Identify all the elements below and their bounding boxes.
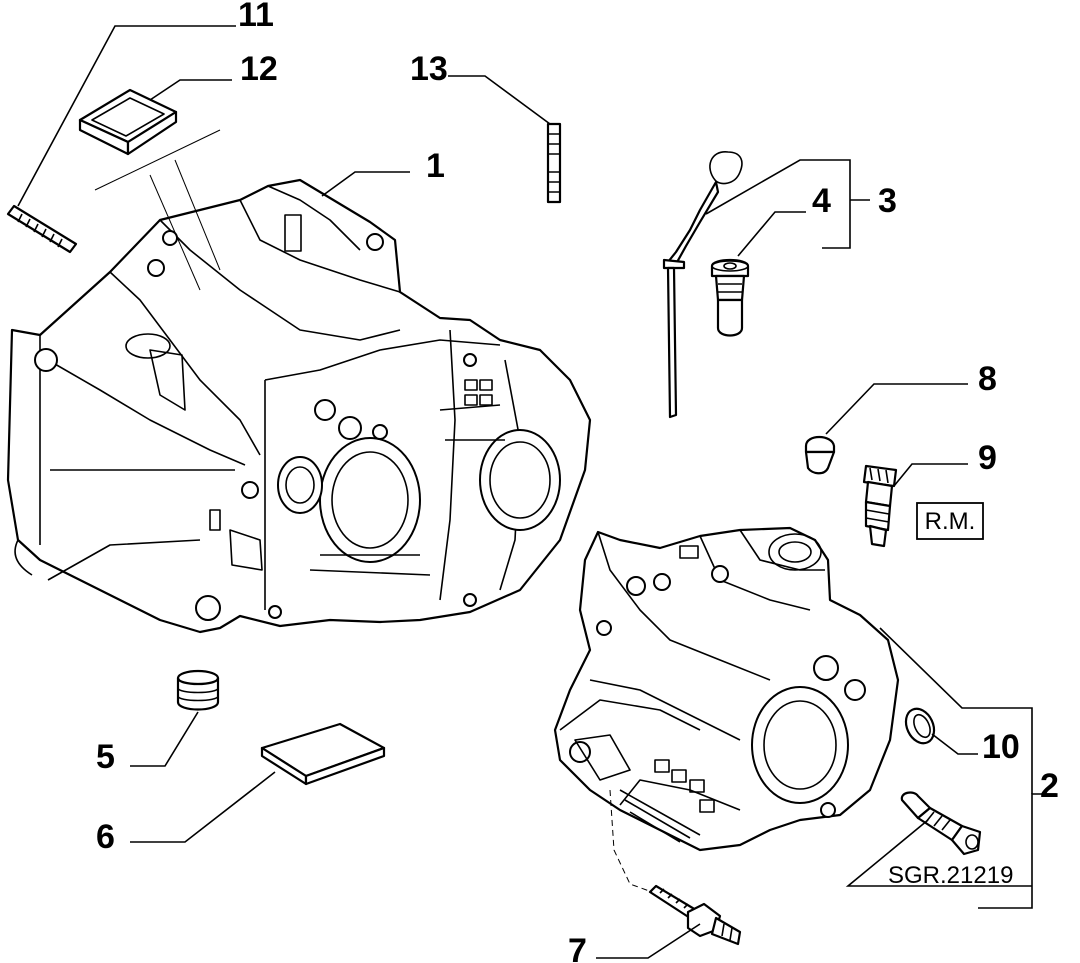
part-6-gasket[interactable]: [260, 722, 386, 786]
part-11-stud[interactable]: [6, 204, 78, 254]
rm-label: R.M.: [925, 508, 976, 535]
leader-4: [737, 211, 806, 257]
callout-6: 6: [96, 818, 115, 856]
axis-line: [609, 789, 653, 893]
leader-reference-code: [845, 819, 1032, 887]
callout-10: 10: [982, 728, 1020, 766]
leader-13: [448, 75, 551, 125]
part-12-cover-plate[interactable]: [78, 88, 178, 156]
callout-12: 12: [240, 50, 278, 88]
speedometer-drive-fitting[interactable]: [900, 791, 982, 856]
leader-12: [149, 79, 232, 101]
reference-line: [94, 129, 221, 191]
part-8-cap-plug[interactable]: [804, 435, 836, 475]
rm-reference-box: R.M.: [916, 502, 984, 540]
part-4-plug[interactable]: [710, 258, 750, 337]
leader-10: [931, 733, 978, 755]
callout-11: 11: [238, 0, 274, 34]
leader-9: [893, 463, 968, 487]
leader-5: [130, 711, 199, 767]
leader-6: [130, 771, 276, 843]
callout-2: 2: [1040, 767, 1059, 805]
callout-8: 8: [978, 360, 997, 398]
leader-3-bracket: [705, 159, 870, 249]
callout-1: 1: [426, 147, 445, 185]
leader-8: [825, 383, 968, 435]
callout-9: 9: [978, 439, 997, 477]
callout-5: 5: [96, 738, 115, 776]
part-9-switch[interactable]: [862, 464, 898, 548]
callout-7: 7: [568, 932, 587, 963]
part-1-clutch-housing[interactable]: [6, 178, 592, 634]
part-7-breather-screw[interactable]: [648, 884, 742, 946]
leader-11: [17, 25, 236, 207]
part-10-o-ring[interactable]: [901, 704, 940, 748]
leader-1: [321, 171, 410, 197]
reference-code: SGR.21219: [888, 862, 1013, 889]
callout-13: 13: [410, 50, 448, 88]
leader-2: [879, 627, 1033, 794]
part-5-plug[interactable]: [176, 669, 220, 711]
reference-line: [174, 159, 221, 271]
part-13-stud[interactable]: [546, 122, 562, 204]
reference-line: [149, 174, 201, 291]
leader-7: [596, 923, 701, 959]
callout-3: 3: [878, 182, 897, 220]
part-3-dipstick[interactable]: [662, 151, 743, 419]
callout-4: 4: [812, 182, 831, 220]
leader-2-bracket: [978, 793, 1056, 909]
part-2-gearbox-casing[interactable]: [553, 526, 900, 852]
